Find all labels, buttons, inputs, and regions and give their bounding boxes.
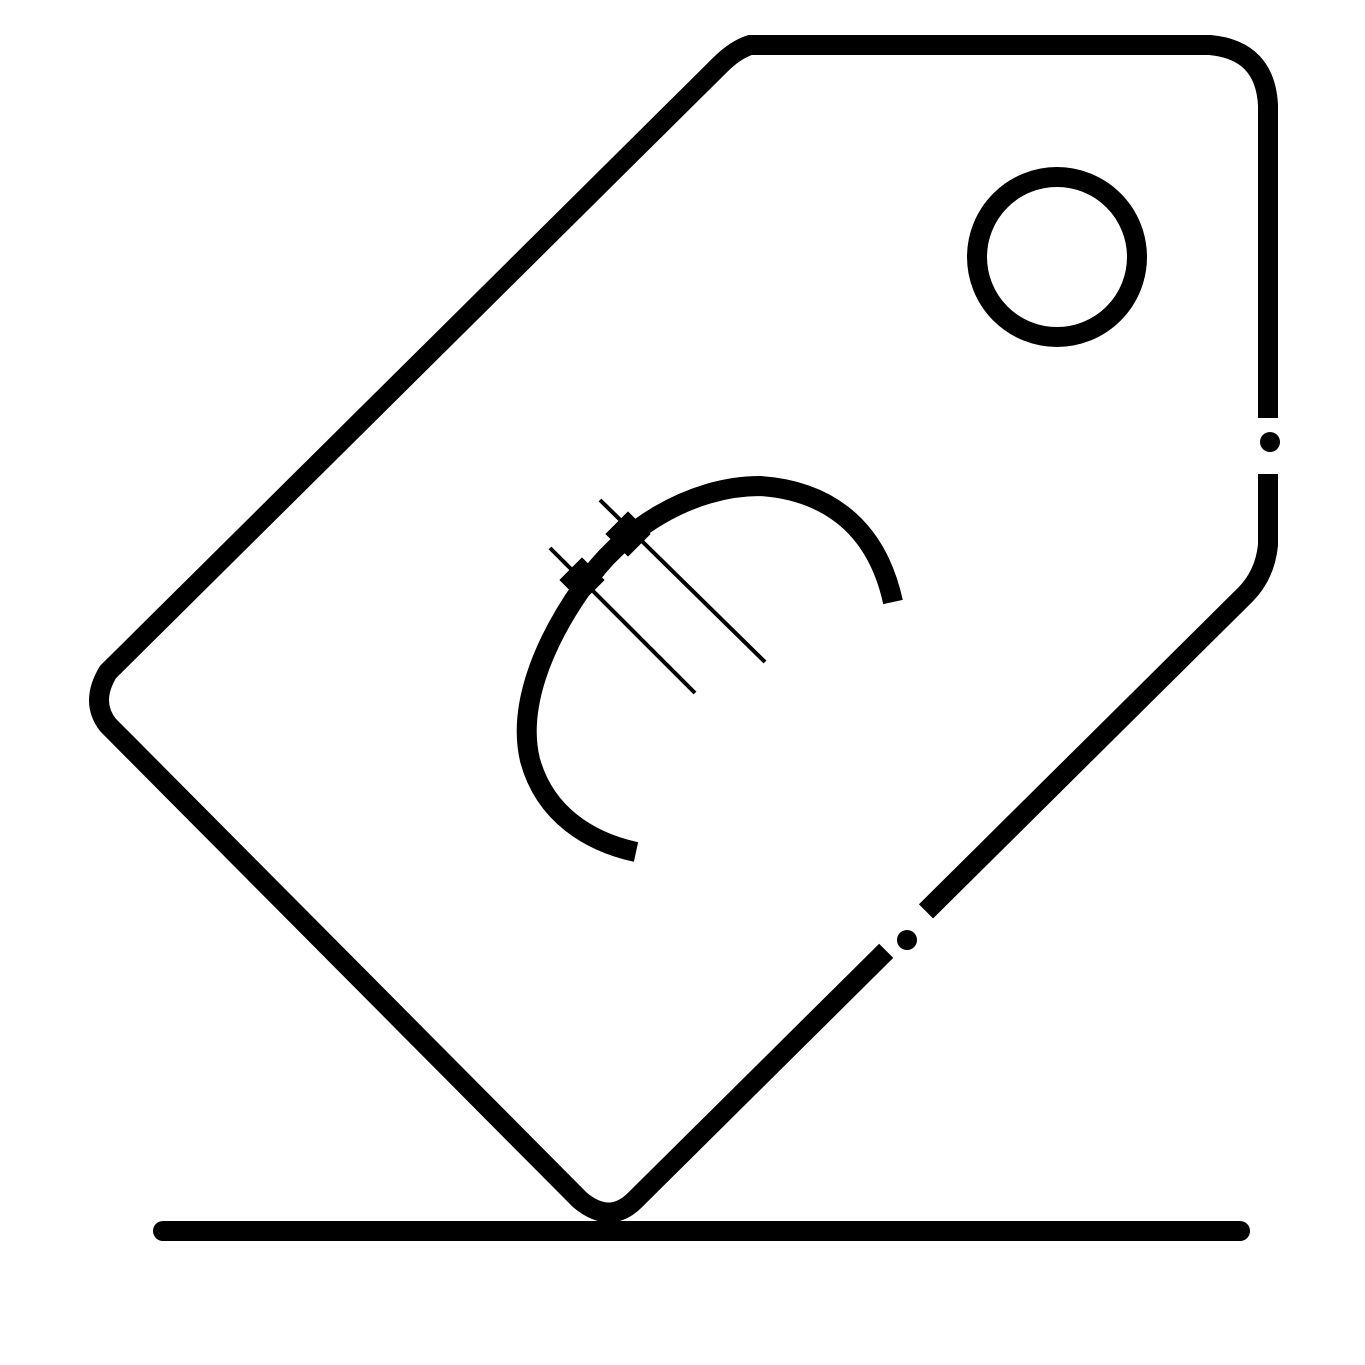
- gap-dot-lower: [897, 930, 917, 950]
- tag-outline: [89, 35, 1278, 1223]
- tag-hole: [967, 167, 1147, 347]
- euro-arc: [516, 475, 903, 862]
- euro-symbol: [516, 475, 903, 862]
- gap-dot-right: [1260, 432, 1280, 452]
- euro-bar-upper-joint: [605, 511, 651, 557]
- euro-bar-lower-joint: [559, 557, 605, 603]
